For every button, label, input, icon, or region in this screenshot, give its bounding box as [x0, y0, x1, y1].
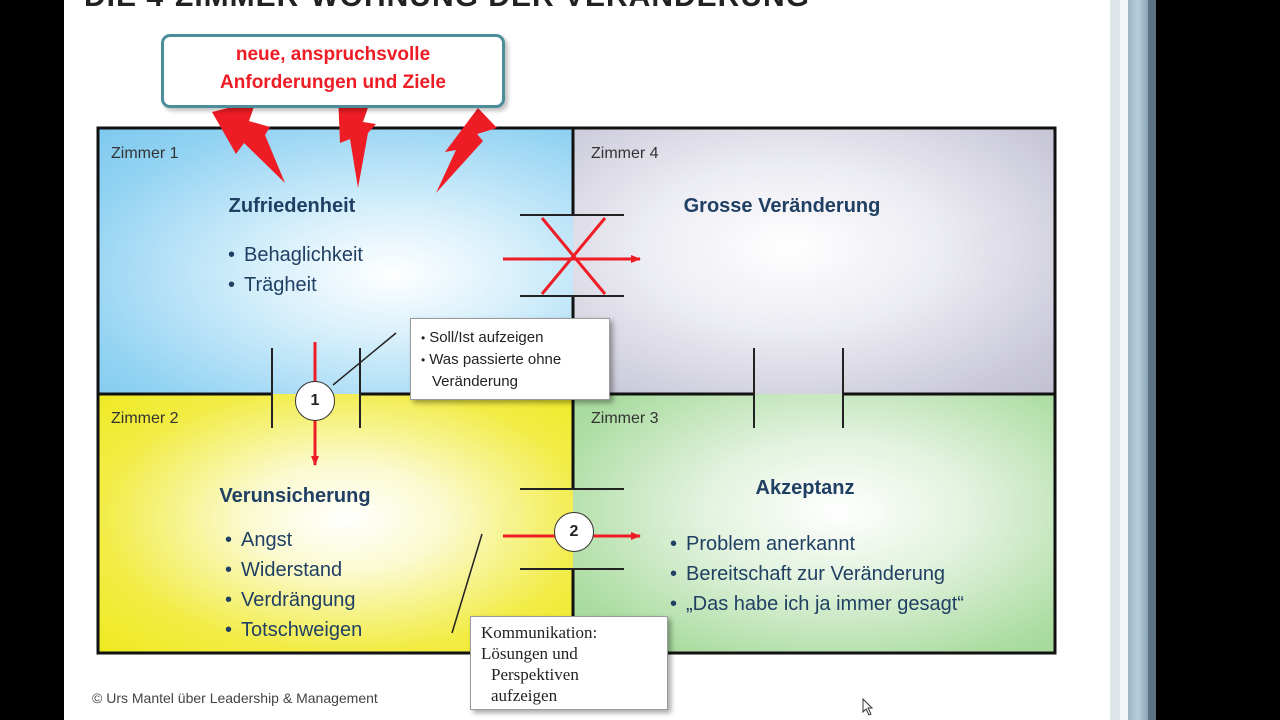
room-title-grosse-veraenderung: Grosse Veränderung [683, 195, 881, 217]
lightning-icon [436, 108, 497, 193]
note-1-leader [332, 332, 397, 386]
note-line: Kommunikation: [481, 623, 598, 642]
note-line: Lösungen und [481, 644, 578, 663]
bullet-item: Verdrängung [225, 585, 362, 615]
bullet-item: Behaglichkeit [228, 240, 363, 270]
bullet-item: Bereitschaft zur Veränderung [670, 559, 964, 589]
bullet-item: Widerstand [225, 555, 362, 585]
note-line: aufzeigen [491, 686, 558, 705]
note-soll-ist: Soll/Ist aufzeigen Was passierte ohne Ve… [410, 318, 610, 400]
room-label-4: Zimmer 4 [591, 145, 659, 162]
bullet-item: Totschweigen [225, 615, 362, 645]
note-line: Veränderung [432, 373, 518, 390]
room-2-bullets: Angst Widerstand Verdrängung Totschweige… [225, 525, 362, 645]
room-3-bullets: Problem anerkannt Bereitschaft zur Verän… [670, 529, 964, 619]
step-marker-1: 1 [295, 381, 335, 421]
lightning-icon [338, 95, 376, 188]
mouse-cursor-icon [862, 698, 874, 716]
scrollbar[interactable] [1128, 0, 1148, 720]
room-title-akzeptanz: Akzeptanz [755, 477, 855, 499]
callout-requirements: neue, anspruchsvolle Anforderungen und Z… [161, 34, 505, 108]
room-label-3: Zimmer 3 [591, 410, 659, 427]
note-line: Perspektiven [491, 665, 579, 684]
lightning-icon [212, 101, 285, 183]
room-zimmer-4 [573, 128, 1055, 394]
callout-line-2: Anforderungen und Ziele [220, 72, 446, 93]
room-label-2: Zimmer 2 [111, 410, 179, 427]
slide-title: DIE 4-ZIMMER-WOHNUNG DER VERÄNDERUNG [84, 0, 810, 14]
door-jambs [271, 214, 844, 570]
bullet-item: „Das habe ich ja immer gesagt“ [670, 589, 964, 619]
bullet-item: Trägheit [228, 270, 363, 300]
note-line: Soll/Ist aufzeigen [421, 327, 609, 349]
blocked-door-cross [540, 217, 607, 295]
copyright-footer: © Urs Mantel über Leadership & Managemen… [92, 690, 378, 706]
room-label-1: Zimmer 1 [111, 145, 179, 162]
room-title-verunsicherung: Verunsicherung [219, 485, 371, 507]
bullet-item: Problem anerkannt [670, 529, 964, 559]
bullet-item: Angst [225, 525, 362, 555]
window-divider [1120, 0, 1128, 720]
room-title-zufriedenheit: Zufriedenheit [228, 195, 356, 217]
window-border [1148, 0, 1156, 720]
lightning-bolts [212, 95, 497, 193]
note-2-leader [451, 533, 483, 634]
note-line: Was passierte ohne [421, 349, 609, 371]
step-marker-2: 2 [554, 512, 594, 552]
note-kommunikation: Kommunikation: Lösungen und Perspektiven… [470, 616, 668, 710]
callout-line-1: neue, anspruchsvolle [235, 44, 431, 65]
room-1-bullets: Behaglichkeit Trägheit [228, 240, 363, 300]
window-divider [1110, 0, 1120, 720]
